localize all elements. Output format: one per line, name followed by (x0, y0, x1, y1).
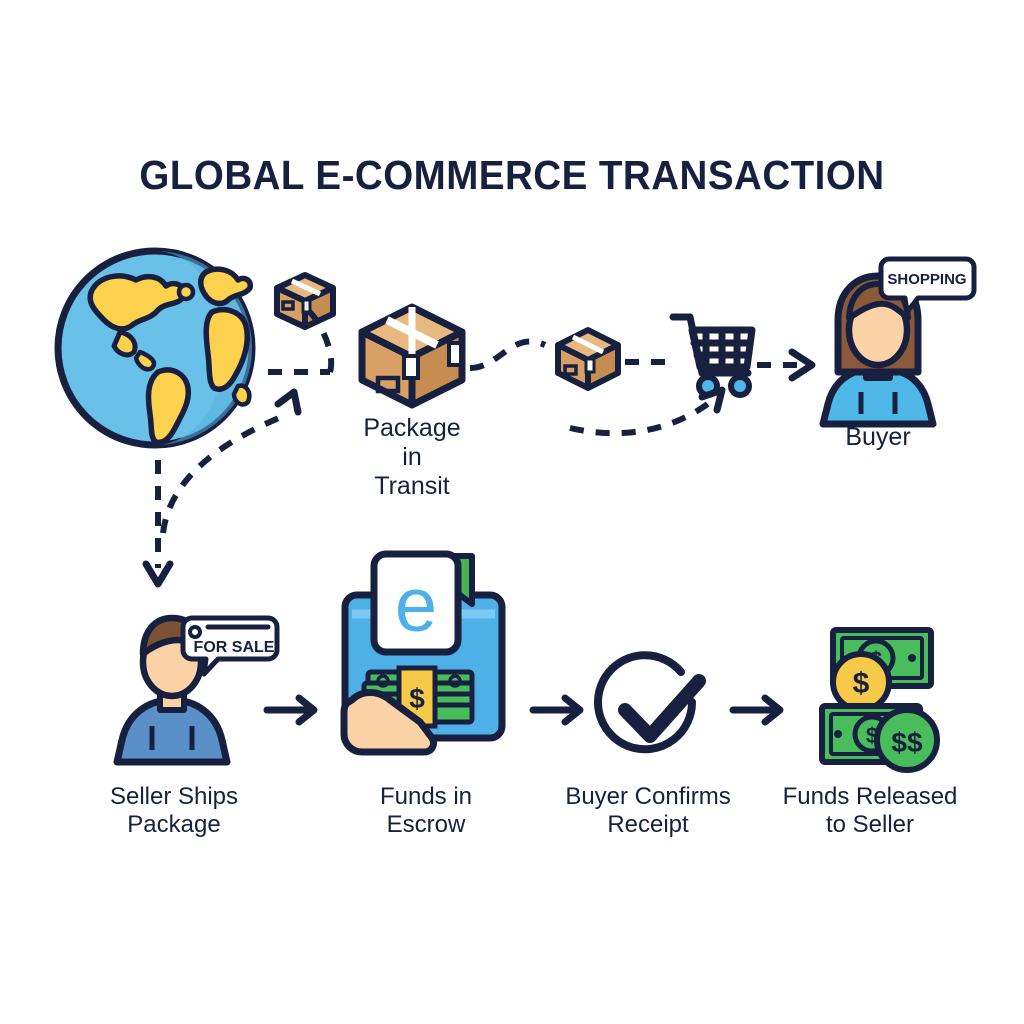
small-package-left-icon (274, 272, 336, 330)
escrow-card-letter: e (395, 563, 437, 648)
label-buyer: Buyer (845, 423, 911, 451)
banknotes-icon: $ $ $ $$ (819, 627, 940, 773)
arrow-confirm-to-funds-icon (729, 694, 784, 726)
package-in-transit-icon (358, 303, 466, 409)
for-sale-bubble-text: FOR SALE (194, 639, 275, 656)
arrow-down-to-seller-icon (142, 560, 174, 588)
for-sale-speech-bubble: FOR SALE (180, 615, 280, 677)
seller-to-globe-dashed-curve (160, 412, 288, 534)
arrow-to-buyer-icon (788, 348, 816, 382)
seller-avatar (113, 614, 231, 766)
shopping-bubble-text: SHOPPING (887, 271, 966, 288)
arrow-escrow-to-confirm-icon (529, 694, 584, 726)
label-funds-released-to-seller: Funds Released to Seller (782, 783, 958, 838)
cart-wheel-left-icon (696, 374, 720, 398)
coin-top-symbol: $ (853, 667, 870, 700)
check-circle-icon (594, 651, 706, 754)
label-seller-ships-package: Seller Ships Package (109, 783, 239, 838)
cart-wheel-right-icon (728, 374, 752, 398)
shopping-cart-icon (669, 313, 756, 377)
coin-bottom-symbol: $$ (891, 727, 923, 758)
top-dashed-connectors (268, 305, 800, 375)
escrow-box-icon: e $ (340, 550, 506, 756)
page-title: GLOBAL E-COMMERCE TRANSACTION (139, 152, 885, 198)
small-package-right-icon (555, 327, 621, 391)
svg-text:$: $ (870, 647, 882, 672)
shopping-speech-bubble: SHOPPING (878, 256, 977, 315)
arrow-up-to-transit-icon (274, 388, 302, 416)
svg-text:$: $ (409, 683, 425, 714)
label-package-in-transit: Package in Transit (363, 414, 461, 500)
globe-icon (54, 247, 256, 449)
bottom-flow-arrows (263, 694, 784, 726)
label-funds-in-escrow: Funds in Escrow (379, 783, 473, 838)
seller-to-cart-dashed-curve (569, 393, 720, 437)
svg-text:$: $ (866, 723, 878, 748)
arrow-to-cart-icon (698, 386, 726, 414)
arrow-seller-to-escrow-icon (263, 694, 318, 726)
label-buyer-confirms-receipt: Buyer Confirms Receipt (565, 783, 731, 838)
cash-stack-icon: $ (359, 665, 475, 729)
buyer-avatar (819, 272, 937, 428)
